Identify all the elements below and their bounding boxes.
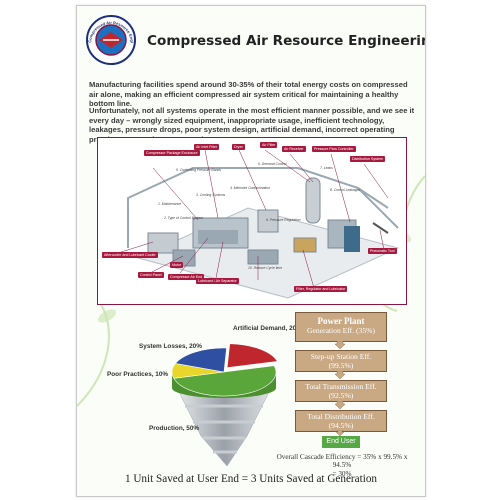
label-air-receiver: Air Receiver [282,146,306,153]
down-arrow-icon [335,430,345,436]
poster: Compressed Air Resource Engineering Comp… [76,5,426,497]
label-lubricant-air-separator: Lubricant / Air Separator [196,278,239,285]
cascade-step-line2: (94.5%) [328,421,354,430]
overall-line2: = 30% [332,469,352,478]
label-air-inlet-filter: Air Inlet Filter [194,144,220,151]
tagline: 1 Unit Saved at User End = 3 Units Saved… [124,473,378,485]
page-title: Compressed Air Resource Engineering [147,33,426,49]
note-controlling-pressure-bands: 5. Controlling Pressure Bands [176,168,222,172]
note-minimize-contamination: 4. Minimize Contamination [230,186,270,190]
pie-label-system-losses: System Losses, 20% [139,343,202,350]
company-logo: Compressed Air Resource Engineering [85,14,136,65]
pie-label-production: Production, 50% [149,425,200,432]
overall-efficiency: Overall Cascade Efficiency = 35% x 99.5%… [267,453,417,478]
down-arrow-icon [335,401,345,409]
intro-paragraph-1: Manufacturing facilities spend around 30… [89,80,408,109]
plant-illustration [117,149,400,299]
note-cycle-time: 10. Reduce Cycle time [248,266,283,270]
cascade-step-line1: Total Transmission Eff. [305,382,377,391]
label-pressure-flow-controller: Pressure Flow Controller [312,146,356,153]
overall-line1: Overall Cascade Efficiency = 35% x 99.5%… [276,453,408,470]
cascade-step-box: Total Distribution Eff. (94.5%) [295,410,387,432]
note-demand-control: 6. Demand Control [258,162,287,166]
cascade-header-sub: Generation Eff. (35%) [307,326,375,335]
pie-slice-production [173,365,277,397]
label-air-filter: Air Filter [260,142,278,149]
cascade-step-line2: (92.5%) [328,391,354,400]
system-diagram: Compressor Package Enclosure Air Inlet F… [97,137,407,305]
label-compressor-package-enclosure: Compressor Package Enclosure [144,150,200,157]
note-pressure-regulation: 9. Pressure Regulation [266,218,301,222]
cascade-header-title: Power Plant [317,316,365,326]
pie-slice-system-losses [174,347,227,373]
label-motor: Motor [170,262,184,269]
pie-label-artificial-demand: Artificial Demand, 20% [233,325,302,332]
label-compressor-air-end: Compressor Air End [168,274,205,281]
cascade-step-line1: Total Distribution Eff. [307,412,375,421]
label-distribution-system: Distribution System [350,156,385,163]
label-control-panel: Control Panel [138,272,164,279]
pie-chart [171,343,278,397]
down-arrow-icon [335,371,345,379]
pie-slice-artificial-demand [226,343,278,369]
pie-label-poor-practices: Poor Practices, 10% [107,371,169,378]
note-leaks: 7. Leaks [320,166,333,170]
cascade-step-line2: (99.5%) [328,361,354,370]
note-maintenance: 1. Maintenance [158,202,182,206]
label-filter-regulator-lubricator: Filter, Regulator and Lubricator [294,286,348,293]
label-aftercooler: Aftercooler and Lubricant Cooler [102,252,158,259]
pie-cone-illustration [171,343,278,467]
down-arrow-icon [335,341,345,349]
label-pneumatic-tool: Pneumatic Tool [368,248,397,255]
note-cooling-systems: 3. Cooling Systems [196,193,226,197]
label-dryer: Dryer [232,144,245,151]
cascade-step-box: Total Transmission Eff. (92.5%) [295,380,387,402]
cascade-step-box: Step-up Station Eff. (99.5%) [295,350,387,372]
cascade-power-plant-box: Power Plant Generation Eff. (35%) [295,312,387,342]
note-type-of-control-system: 2. Type of Control System [164,216,203,220]
cascade-step-line1: Step-up Station Eff. [310,352,372,361]
note-control-leakages: 8. Control Leakages [330,188,361,192]
end-user-box: End User [322,436,360,448]
